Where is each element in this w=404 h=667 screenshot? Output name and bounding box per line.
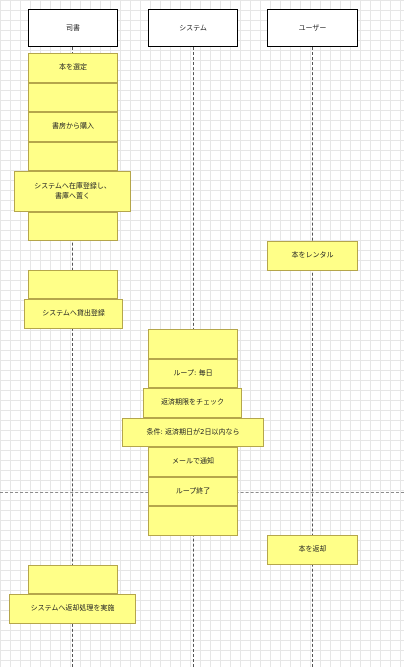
note-return-book-label: 本を返却 (298, 545, 327, 554)
activation-block[interactable] (148, 329, 238, 359)
note-return-book[interactable]: 本を返却 (267, 535, 358, 565)
note-buy-from-bookstore[interactable]: 書房から購入 (28, 112, 118, 142)
actor-system-label: システム (179, 24, 207, 32)
note-condition[interactable]: 条件: 返済期日が2日以内なら (122, 418, 264, 447)
note-process-return[interactable]: システムへ返却処理を実施 (9, 594, 136, 624)
note-register-shelf[interactable]: システムへ在庫登録し、 書庫へ置く (14, 171, 131, 212)
activation-block[interactable] (28, 83, 118, 112)
note-register-checkout-label: システムへ貸出登録 (42, 309, 105, 318)
user-lifeline (312, 47, 313, 667)
note-loop-end-label: ループ終了 (175, 486, 211, 495)
actor-user[interactable]: ユーザー (267, 9, 358, 47)
note-send-email-label: メールで通知 (172, 457, 214, 466)
note-register-shelf-label: システムへ在庫登録し、 書庫へ置く (34, 182, 111, 200)
note-check-deadline[interactable]: 返済期限をチェック (143, 388, 242, 418)
note-process-return-label: システムへ返却処理を実施 (30, 604, 115, 613)
activation-block[interactable] (28, 565, 118, 594)
note-loop-end[interactable]: ループ終了 (148, 477, 238, 506)
activation-block[interactable] (28, 212, 118, 241)
note-register-checkout[interactable]: システムへ貸出登録 (24, 299, 123, 329)
note-send-email[interactable]: メールで通知 (148, 447, 238, 477)
note-rent-book[interactable]: 本をレンタル (267, 241, 358, 271)
actor-librarian-label: 司書 (66, 24, 80, 32)
note-select-books-label: 本を選定 (59, 63, 87, 72)
actor-system[interactable]: システム (148, 9, 238, 47)
librarian-lifeline (72, 47, 73, 667)
note-select-books[interactable]: 本を選定 (28, 53, 118, 83)
note-buy-from-bookstore-label: 書房から購入 (52, 122, 94, 131)
note-check-deadline-label: 返済期限をチェック (161, 398, 224, 407)
actor-user-label: ユーザー (298, 24, 327, 32)
activation-block[interactable] (28, 142, 118, 171)
activation-block[interactable] (148, 506, 238, 536)
activation-block[interactable] (28, 270, 118, 299)
note-loop-daily-label: ループ: 毎日 (173, 368, 213, 377)
actor-librarian[interactable]: 司書 (28, 9, 118, 47)
note-rent-book-label: 本をレンタル (291, 251, 334, 260)
note-condition-label: 条件: 返済期日が2日以内なら (146, 427, 240, 436)
note-loop-daily[interactable]: ループ: 毎日 (148, 359, 238, 388)
